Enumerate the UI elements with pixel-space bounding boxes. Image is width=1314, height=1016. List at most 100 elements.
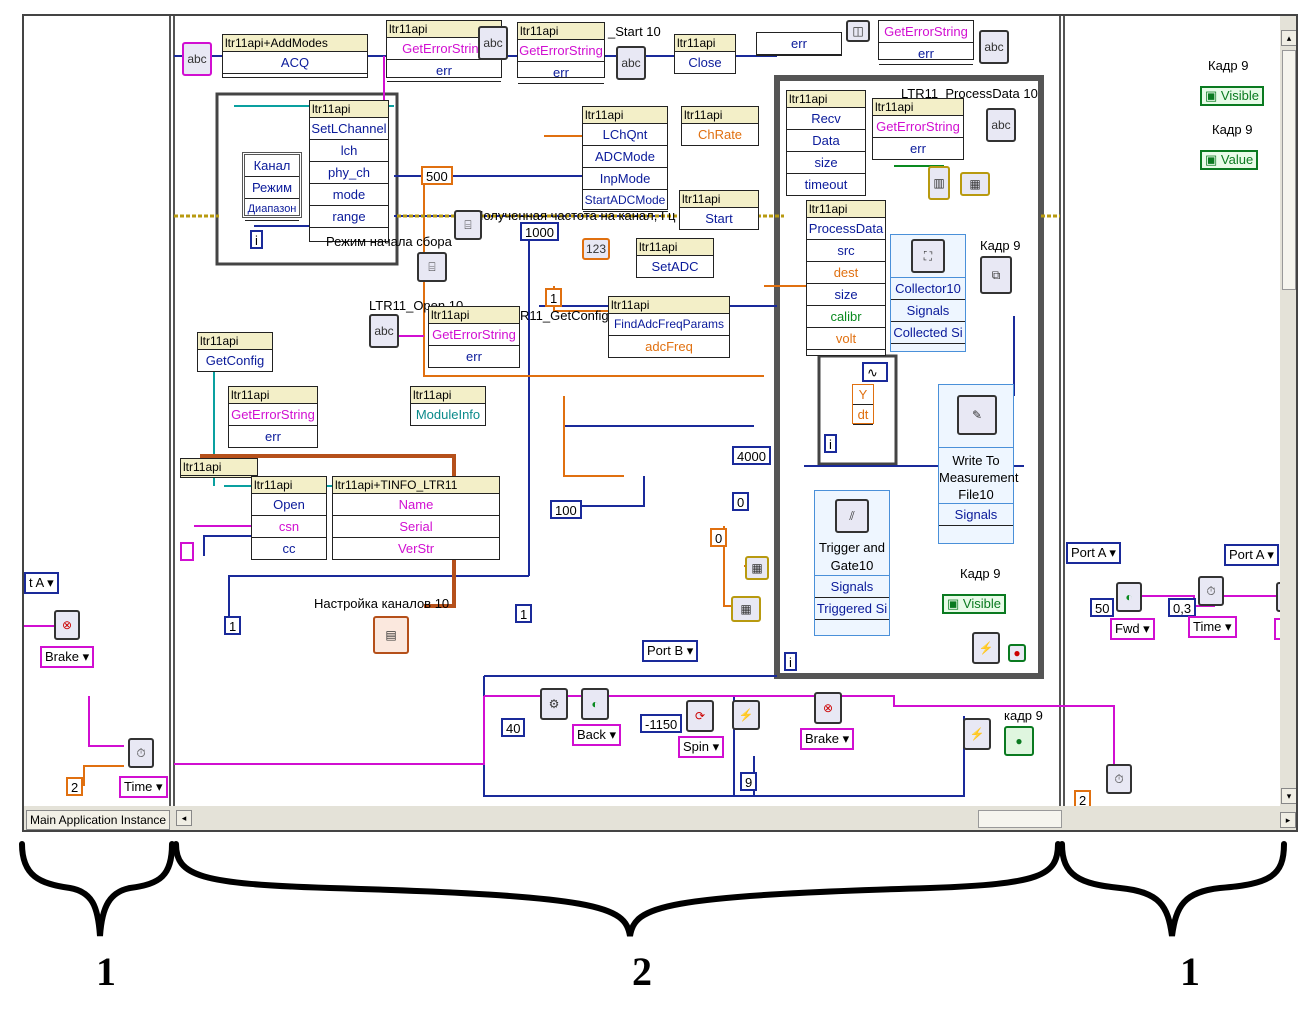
chrate-node[interactable]: ltr11api ChRate: [681, 106, 759, 146]
trigger-gate-express-vi[interactable]: ⫽ Trigger and Gate10 Signals Triggered S…: [814, 490, 890, 636]
tinfo-node[interactable]: ltr11api+TINFO_LTR11 Name Serial VerStr: [332, 476, 500, 560]
scroll-right-button[interactable]: ▸: [1280, 812, 1296, 828]
bracket-label-right: 1: [1180, 949, 1200, 994]
loop-index-i-c: i: [784, 652, 797, 671]
close-geterror-node[interactable]: GetErrorString err: [878, 20, 974, 65]
for-loop: ∿ Y dt i: [820, 358, 894, 462]
horizontal-scrollbar[interactable]: [24, 806, 1296, 830]
open-node[interactable]: ltr11api Open csn cc: [251, 476, 327, 560]
const-1-c[interactable]: 1: [515, 604, 533, 623]
scroll-down-button[interactable]: ▾: [1281, 788, 1296, 804]
bracket-label-center: 2: [632, 949, 652, 994]
string-indicator-icon: abc: [182, 42, 212, 76]
right-value-property[interactable]: ▣ Value: [1200, 150, 1259, 170]
motor-spin-icon: ⟳: [686, 700, 714, 732]
write-file-express-vi[interactable]: ✎ Write To Measurement File10 Signals: [938, 384, 1018, 544]
scroll-left-button[interactable]: ◂: [176, 810, 192, 826]
kadr-bottom-label: кадр 9: [1004, 708, 1043, 723]
merge-icon: ◫: [846, 20, 870, 42]
ltr11api-handle: ltr11api: [180, 458, 258, 478]
setlchannel-node[interactable]: ltr11api SetLChannel lch phy_ch mode ran…: [309, 100, 389, 242]
close-err-node[interactable]: err: [756, 32, 842, 56]
spin-dropdown[interactable]: Spin ▾: [678, 736, 725, 758]
right-wait-icon: ⏱: [1198, 576, 1224, 606]
geterror-loop-node[interactable]: ltr11api GetErrorString err: [872, 98, 964, 160]
horizontal-scroll-thumb[interactable]: [978, 810, 1062, 828]
right-time-dropdown[interactable]: Time ▾: [1188, 616, 1237, 638]
sine-icon: ∿: [862, 362, 888, 382]
block-diagram-window: t A ▾ ⊗ Brake ▾ ⏱ Time ▾ 2 abc ltr11api+…: [22, 14, 1298, 832]
channels-setup-icon: ▤: [373, 616, 409, 654]
left-time-constant[interactable]: 2: [66, 777, 84, 796]
const-0-b[interactable]: 0: [710, 528, 728, 547]
const-1000[interactable]: 1000: [520, 222, 559, 241]
array-indicator-icon: ▦: [960, 172, 990, 196]
pane-bracket-annotations: [19, 841, 1287, 937]
start-error-indicator-icon: abc: [616, 46, 646, 80]
const-100[interactable]: 100: [550, 500, 582, 519]
addmodes-node[interactable]: ltr11api+AddModes ACQ: [222, 34, 368, 78]
right-const-50[interactable]: 50: [1090, 598, 1115, 617]
motor-back-icon: ◐: [581, 688, 609, 720]
right-port-a-dropdown-1[interactable]: Port A ▾: [1066, 542, 1121, 564]
processdata-node[interactable]: ltr11api ProcessData src dest size calib…: [806, 200, 886, 356]
bracket-label-left: 1: [96, 949, 116, 994]
const-1-b[interactable]: 1: [224, 616, 242, 635]
right-fwd-dropdown[interactable]: Fwd ▾: [1110, 618, 1155, 640]
motor-sync-icon-a: ⚡: [972, 632, 1000, 664]
const-minus-1150[interactable]: -1150: [640, 714, 683, 733]
geterror-mid-node[interactable]: ltr11api GetErrorString err: [428, 306, 520, 368]
geterror-low-node[interactable]: ltr11api GetErrorString err: [228, 386, 318, 448]
numeric-indicator-icon: 123: [582, 238, 610, 260]
application-instance-label[interactable]: Main Application Instance: [26, 810, 171, 830]
processdata-title: LTR11_ProcessData 10: [901, 86, 1038, 101]
start-mode-control-icon: ⌸: [417, 252, 447, 282]
close-node[interactable]: ltr11api Close: [674, 34, 736, 74]
graph-indicator-icon: ⧉: [980, 256, 1012, 294]
getconfig-node[interactable]: ltr11api GetConfig: [197, 332, 273, 372]
motor-sync-icon-b: ⚡: [732, 700, 760, 730]
right-port-a-dropdown-2[interactable]: Port A ▾: [1224, 544, 1279, 566]
motor-brake-icon: ⊗: [814, 692, 842, 724]
port-b-dropdown[interactable]: Port B ▾: [642, 640, 699, 662]
csn-string-constant[interactable]: [180, 542, 194, 561]
const-40[interactable]: 40: [501, 718, 526, 737]
const-9[interactable]: 9: [740, 772, 758, 791]
vertical-scroll-thumb[interactable]: [1282, 50, 1296, 290]
brake-dropdown[interactable]: Brake ▾: [800, 728, 855, 750]
lchqnt-node[interactable]: ltr11api LChQnt ADCMode InpMode StartADC…: [582, 106, 668, 212]
scroll-up-button[interactable]: ▴: [1281, 30, 1296, 46]
channel-settings-cluster[interactable]: Канал Режим Диапазон: [242, 152, 302, 221]
right-kadr-label-1: Кадр 9: [1208, 58, 1249, 73]
loop-index-i-b: i: [824, 434, 837, 453]
start-caption: _Start 10: [608, 24, 661, 39]
right-kadr-label-2: Кадр 9: [1212, 122, 1253, 137]
loop-index-i-a: i: [250, 230, 263, 249]
moduleinfo-node[interactable]: ltr11api ModuleInfo: [410, 386, 486, 426]
motor-sync-icon-c: ⚡: [963, 718, 991, 750]
start-node[interactable]: ltr11api Start: [679, 190, 759, 230]
start-error-node[interactable]: ltr11api GetErrorString err: [517, 22, 605, 84]
left-brake-dropdown[interactable]: Brake ▾: [40, 646, 95, 668]
setadc-node[interactable]: ltr11api SetADC: [636, 238, 714, 278]
select-icon-b: ▦: [731, 596, 761, 622]
getconfig-label: R11_GetConfig: [520, 308, 609, 323]
motor-config-icon: ⚙: [540, 688, 568, 720]
const-1-a[interactable]: 1: [545, 288, 563, 307]
collector-express-vi[interactable]: ⛶ Collector10 Signals Collected Si: [890, 234, 966, 352]
const-500[interactable]: 500: [421, 166, 453, 185]
y-dt-cluster[interactable]: Y dt: [852, 384, 874, 425]
left-port-dropdown[interactable]: t A ▾: [24, 572, 59, 594]
collector-icon: ⛶: [911, 239, 945, 273]
channels-setup-label: Настройка каналов 10: [314, 596, 450, 611]
const-4000[interactable]: 4000: [732, 446, 771, 465]
back-dropdown[interactable]: Back ▾: [572, 724, 622, 746]
recv-node[interactable]: ltr11api Recv Data size timeout: [786, 90, 866, 196]
right-visible-property[interactable]: ▣ Visible: [1200, 86, 1264, 106]
right-const-0-3[interactable]: 0,3: [1168, 598, 1197, 617]
visible-property[interactable]: ▣ Visible: [942, 594, 1006, 614]
kadr-visible-label: Кадр 9: [960, 566, 1001, 581]
findadc-node[interactable]: ltr11api FindAdcFreqParams adcFreq: [608, 296, 730, 358]
const-0-a[interactable]: 0: [732, 492, 750, 511]
left-time-dropdown[interactable]: Time ▾: [119, 776, 168, 798]
